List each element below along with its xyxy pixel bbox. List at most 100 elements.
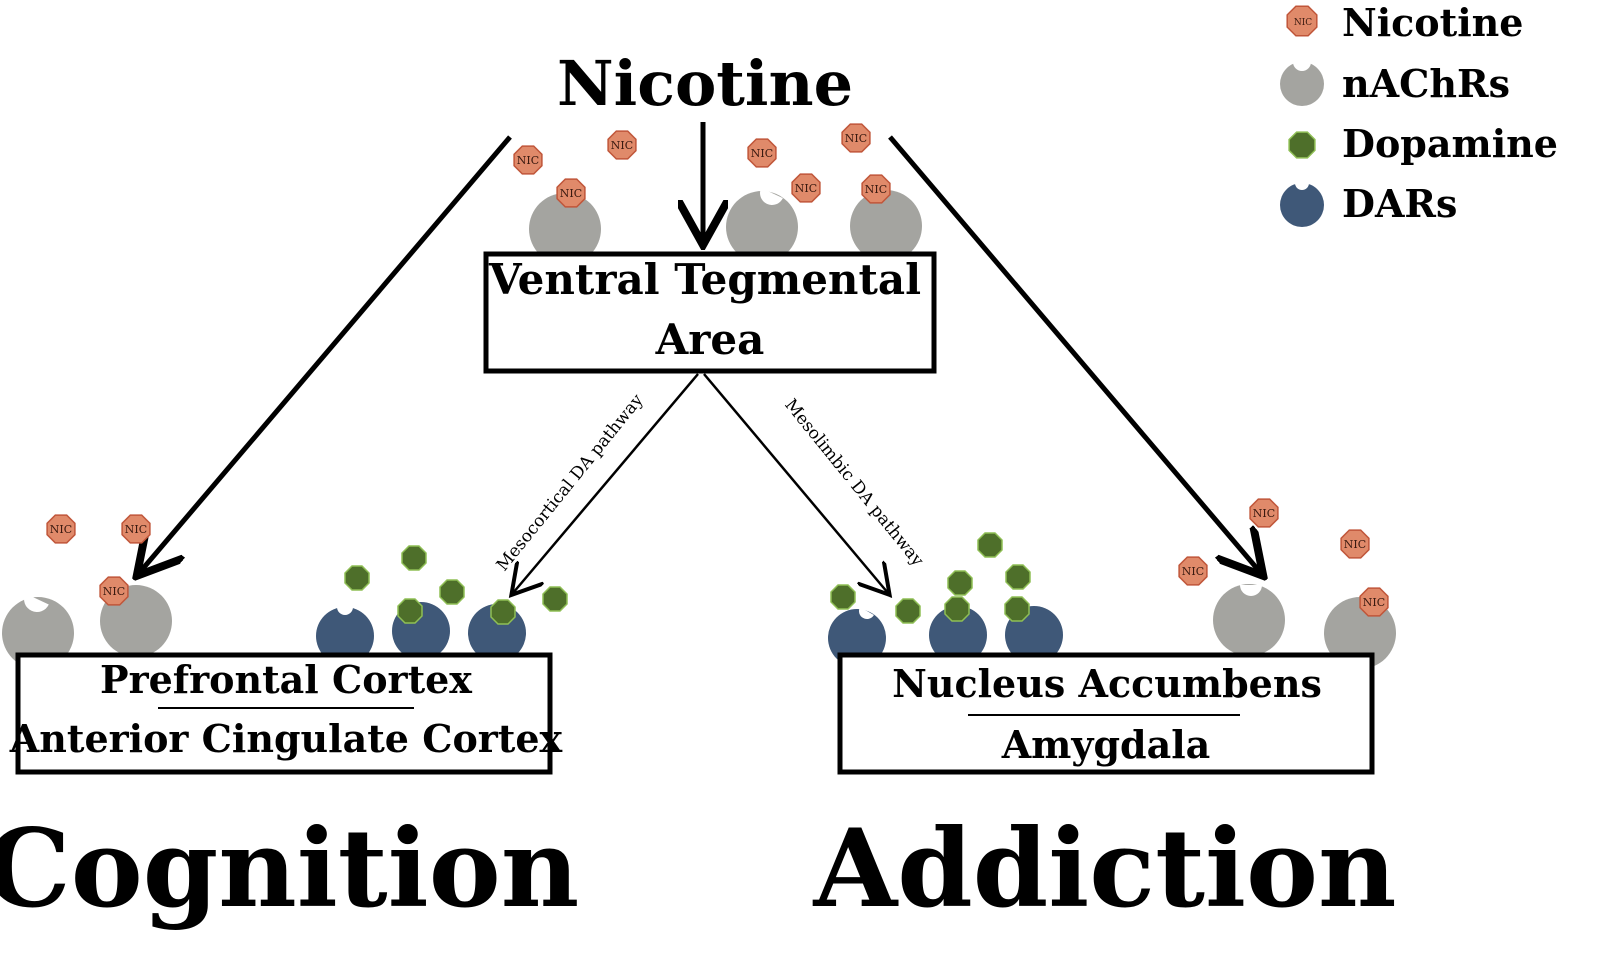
nicotine-icon [121, 514, 151, 544]
nicotine-molecule: NIC [46, 514, 76, 544]
legend-label-nicotine: Nicotine [1342, 0, 1523, 45]
nachr-receptor [850, 190, 922, 262]
nicotine-token-label: NIC [50, 523, 72, 536]
nicotine-token-label: NIC [751, 147, 773, 160]
nachr-receptor [529, 193, 601, 265]
dopamine-icon [1288, 131, 1316, 159]
nicotine-icon [1359, 587, 1389, 617]
nicotine-token-label: NIC [125, 523, 147, 536]
dopamine-molecule [1004, 596, 1030, 622]
legend-item-dopamine: Dopamine [1288, 121, 1558, 166]
dopamine-molecule [401, 545, 427, 571]
dopamine-molecule [542, 586, 568, 612]
nachr-receptor-icon [1280, 62, 1324, 106]
nicotine-token-label: NIC [865, 183, 887, 196]
nicotine-token-label: NIC [845, 132, 867, 145]
nicotine-molecule: NIC [607, 130, 637, 160]
dopamine-molecule [830, 584, 856, 610]
nicotine-icon [46, 514, 76, 544]
nachr-binding-site [760, 187, 783, 205]
nicotine-icon [607, 130, 637, 160]
nicotine-molecule: NIC [121, 514, 151, 544]
arrow-nicotine-to-pfc [140, 135, 512, 572]
dar-receptor [316, 607, 374, 665]
outcome-cognition: Cognition [0, 806, 579, 932]
nachr-receptor [1213, 584, 1285, 656]
nicotine-token-label: NIC [795, 182, 817, 195]
vta-label-line1: Ventral Tegmental [488, 255, 921, 304]
nachr-binding-site [1240, 585, 1262, 596]
nicotine-molecule: NIC [791, 173, 821, 203]
dar-binding-site [859, 607, 874, 619]
nicotine-molecule: NIC [861, 174, 891, 204]
vta-label-line2: Area [655, 315, 765, 364]
legend-item-nicotine: NIC Nicotine [1286, 0, 1523, 45]
legend-item-dars: DARs [1280, 181, 1457, 227]
nicotine-icon [1178, 556, 1208, 586]
nicotine-molecule: NIC [747, 138, 777, 168]
nachr-receptor [726, 191, 798, 263]
dar-receptor-icon [1280, 183, 1324, 227]
legend: NIC Nicotine nAChRs Dopamine DARs [1280, 0, 1558, 227]
nicotine-token-label: NIC [103, 585, 125, 598]
nicotine-molecule: NIC [556, 178, 586, 208]
pfc-label-line1: Prefrontal Cortex [100, 657, 472, 702]
nicotine-token-label: NIC [611, 139, 633, 152]
nicotine-molecule: NIC [841, 123, 871, 153]
nicotine-icon [841, 123, 871, 153]
dar-notch [1295, 183, 1309, 190]
dopamine-molecules [344, 532, 1031, 625]
vta-receptor-group [529, 187, 922, 265]
nicotine-icon [791, 173, 821, 203]
nicotine-icon [747, 138, 777, 168]
nicotine-icon [1340, 529, 1370, 559]
vta-box [483, 251, 937, 374]
nac-box [837, 652, 1375, 775]
nicotine-molecule: NIC [99, 576, 129, 606]
dopamine-molecule [397, 598, 423, 624]
dopamine-molecule [947, 570, 973, 596]
legend-label-dopamine: Dopamine [1342, 121, 1558, 166]
dopamine-molecule [1005, 564, 1031, 590]
nicotine-token-label: NIC [560, 187, 582, 200]
nicotine-molecules: NIC NIC NIC NIC NIC NIC NIC NIC NIC NIC NIC NIC NIC N… [46, 123, 1389, 617]
nicotine-icon [99, 576, 129, 606]
nicotine-icon [513, 145, 543, 175]
arrow-mesolimbic [703, 373, 888, 593]
nicotine-icon [1249, 498, 1279, 528]
nicotine-token-label: NIC [1253, 507, 1275, 520]
nicotine-icon [861, 174, 891, 204]
dopamine-molecule [944, 596, 970, 622]
dopamine-molecule [977, 532, 1003, 558]
arrow-nicotine-to-nac [888, 135, 1260, 572]
outcome-addiction: Addiction [812, 806, 1396, 932]
dar-binding-site [337, 607, 353, 615]
legend-label-dars: DARs [1342, 181, 1457, 226]
dopamine-molecule [439, 579, 465, 605]
pfc-box [15, 652, 553, 775]
nac-label-line2: Amygdala [1001, 722, 1211, 767]
nicotine-molecule: NIC [1359, 587, 1389, 617]
nicotine-token-label: NIC [517, 154, 539, 167]
mesocortical-pathway-label: Mesocortical DA pathway [493, 390, 648, 575]
dopamine-molecule [895, 598, 921, 624]
dopamine-molecule [344, 565, 370, 591]
nachr-notch [1293, 62, 1311, 71]
nicotine-icon [556, 178, 586, 208]
nicotine-token-label: NIC [1182, 565, 1204, 578]
dar-receptor [929, 606, 987, 664]
nicotine-molecule: NIC [1178, 556, 1208, 586]
nicotine-token-label: NIC [1363, 596, 1385, 609]
nachr-receptor [2, 597, 74, 669]
legend-label-nachrs: nAChRs [1342, 61, 1510, 106]
legend-item-nachrs: nAChRs [1280, 61, 1510, 106]
nicotine-molecule: NIC [513, 145, 543, 175]
nicotine-token-label: NIC [1344, 538, 1366, 551]
legend-nicotine-token: NIC [1294, 18, 1312, 28]
mesolimbic-pathway-label: Mesolimbic DA pathway [780, 395, 927, 570]
dopamine-molecule [490, 599, 516, 625]
nicotine-molecule: NIC [1249, 498, 1279, 528]
arrow-mesocortical [513, 373, 699, 593]
